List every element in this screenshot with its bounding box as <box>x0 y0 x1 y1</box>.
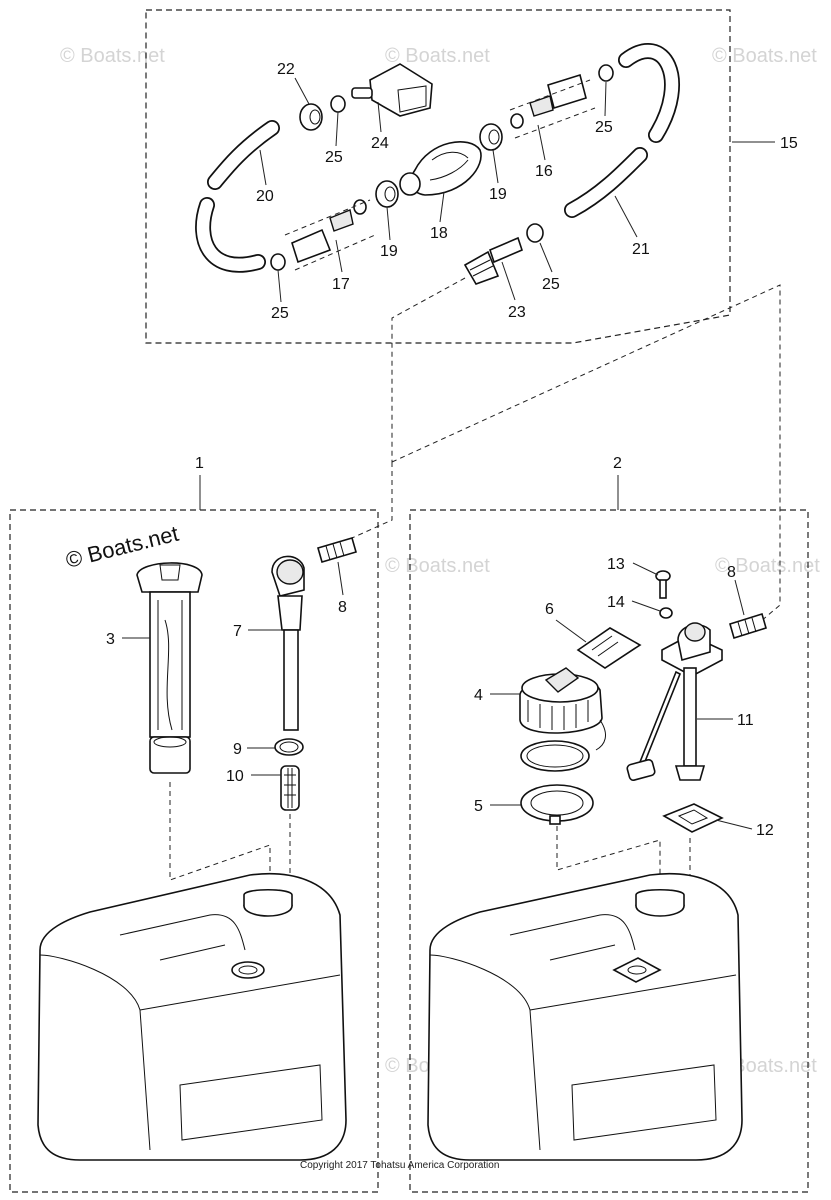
callout-25: 25 <box>271 305 289 322</box>
part-8-fitting <box>317 537 357 563</box>
tank-group-1-box <box>9 509 379 1193</box>
callout-16: 16 <box>535 163 553 180</box>
part-3-gauge <box>136 562 203 774</box>
part-25-clip <box>526 223 544 243</box>
fuel-line-assembly <box>195 43 680 285</box>
callout-17: 17 <box>332 276 350 293</box>
copyright-text: Copyright 2017 Tohatsu America Corporati… <box>300 1160 499 1171</box>
callout-25: 25 <box>325 149 343 166</box>
connection-lines <box>351 277 781 623</box>
callout-12: 12 <box>756 822 774 839</box>
callout-2: 2 <box>613 455 622 472</box>
callout-3: 3 <box>106 631 115 648</box>
callout-11: 11 <box>737 712 754 729</box>
part-17-fitting <box>284 199 376 271</box>
callout-7: 7 <box>233 623 242 640</box>
callout-4: 4 <box>474 687 483 704</box>
callout-24: 24 <box>371 135 389 152</box>
callout-18: 18 <box>430 225 448 242</box>
callouts: 22 25 24 20 25 17 19 18 19 16 25 15 21 2… <box>106 61 798 839</box>
part-16-fitting <box>509 73 596 139</box>
leaders-top <box>259 77 775 303</box>
callout-21: 21 <box>632 241 650 258</box>
callout-19: 19 <box>380 243 398 260</box>
group-boxes <box>9 9 809 1193</box>
callout-20: 20 <box>256 188 274 205</box>
callout-1: 1 <box>195 455 204 472</box>
callout-8: 8 <box>727 564 736 581</box>
part-25-clip <box>330 95 346 113</box>
part-9-oring <box>274 738 304 756</box>
fuel-line-group-box <box>145 9 731 344</box>
callout-19: 19 <box>489 186 507 203</box>
watermark: © Boats.net <box>712 45 817 67</box>
callout-8: 8 <box>338 599 347 616</box>
part-5-ring <box>520 784 594 825</box>
part-23-connector <box>463 236 523 285</box>
watermark: © Boats.net <box>385 555 490 577</box>
watermark: © Boats.net <box>385 45 490 67</box>
part-4-cap <box>519 667 606 751</box>
tank-group-1 <box>37 537 357 1161</box>
part-18-primer-bulb <box>399 141 482 196</box>
fuel-tank-right <box>427 873 743 1161</box>
watermark: © Boats.net <box>715 555 820 577</box>
callout-23: 23 <box>508 304 526 321</box>
callout-5: 5 <box>474 798 483 815</box>
part-10-filter <box>280 765 300 811</box>
part-13-screw <box>655 570 671 599</box>
part-25-clip <box>598 64 614 82</box>
callout-25: 25 <box>595 119 613 136</box>
callout-25: 25 <box>542 276 560 293</box>
leaders-bottom <box>122 475 753 830</box>
callout-10: 10 <box>226 768 244 785</box>
tank-group-2-box <box>409 509 809 1193</box>
callout-6: 6 <box>545 601 554 618</box>
part-12-gasket <box>662 803 724 833</box>
oring <box>520 740 590 772</box>
callout-13: 13 <box>607 556 625 573</box>
part-22-ring <box>299 103 323 131</box>
tank-group-2 <box>427 570 767 1161</box>
watermark: © Boats.net <box>60 45 165 67</box>
part-14-washer <box>659 607 673 619</box>
part-25-clip <box>270 253 286 271</box>
part-8-fitting <box>729 612 767 640</box>
callout-22: 22 <box>277 61 295 78</box>
part-11-sender <box>626 622 723 781</box>
part-24-connector <box>351 63 433 117</box>
part-6-label <box>576 627 642 669</box>
callout-9: 9 <box>233 741 242 758</box>
callout-15: 15 <box>780 135 798 152</box>
callout-14: 14 <box>607 594 625 611</box>
fuel-tank-left <box>37 873 347 1161</box>
part-7-pickup <box>271 555 305 731</box>
